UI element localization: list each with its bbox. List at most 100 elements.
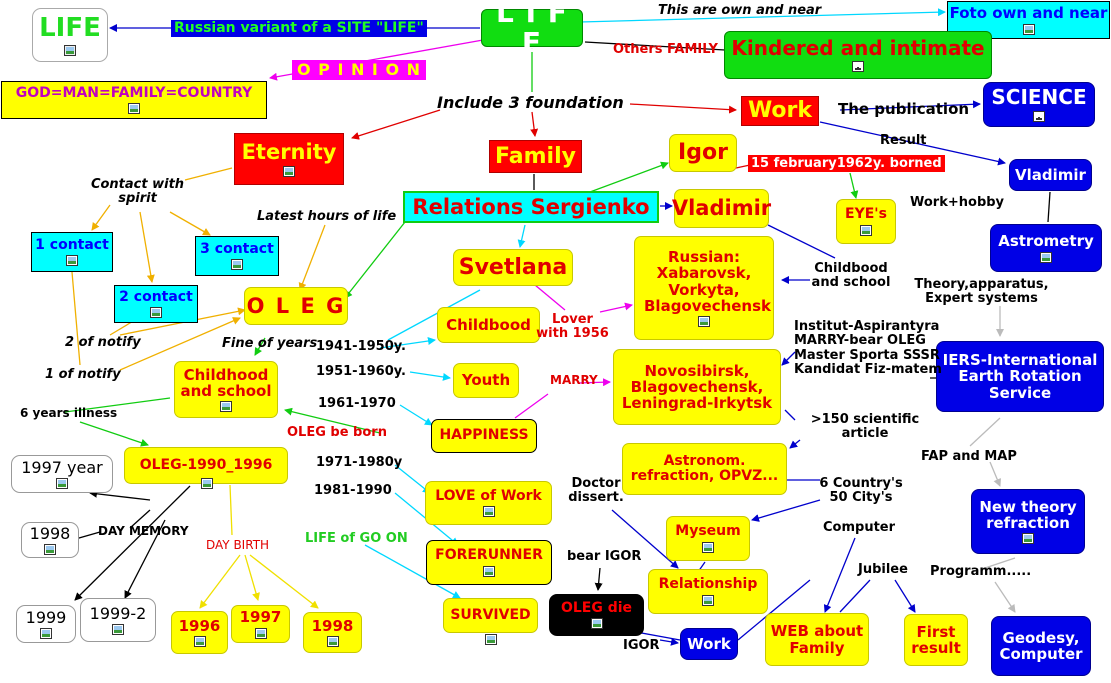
node-god[interactable]: GOD=MAN=FAMILY=COUNTRY: [1, 81, 267, 119]
label-work-hobby: Work+hobby: [910, 195, 1005, 210]
node-label: Igor: [678, 140, 728, 166]
node-label: O P I N I O N: [296, 60, 422, 80]
label-result: Result: [880, 133, 927, 148]
node-label: GOD=MAN=FAMILY=COUNTRY: [15, 84, 253, 101]
image-icon: [128, 103, 140, 115]
image-icon: [702, 541, 714, 553]
node-contact2[interactable]: 2 contact: [114, 285, 198, 323]
node-label: Novosibirsk, Blagovechensk, Leningrad-Ir…: [621, 361, 773, 413]
label-own-near: This are own and near: [658, 3, 822, 18]
node-happiness[interactable]: HAPPINESS: [431, 419, 537, 453]
node-astronom[interactable]: Astronom. refraction, OPVZ...: [622, 443, 787, 495]
label-y1971: 1971-1980y: [316, 455, 403, 470]
image-icon: [484, 634, 497, 645]
node-geodesy[interactable]: Geodesy, Computer: [991, 616, 1091, 676]
image-icon: [193, 636, 206, 648]
node-label: Relationship: [658, 576, 758, 593]
image-icon: [40, 628, 52, 640]
node-1996[interactable]: 1996: [171, 611, 228, 654]
node-label: Vladimir: [671, 196, 772, 221]
node-life-main[interactable]: L I F E: [481, 0, 583, 58]
image-icon: [860, 224, 872, 236]
node-label: Childhood and school: [180, 365, 272, 400]
node-label: OLEG-1990_1996: [139, 456, 273, 473]
node-label: IERS-International Earth Rotation Servic…: [942, 351, 1098, 402]
node-contact1[interactable]: 1 contact: [31, 232, 113, 272]
document-icon: [64, 44, 76, 56]
node-russian[interactable]: Russian: Xabarovsk, Vorkyta, Blagovechen…: [634, 236, 774, 340]
node-kindered[interactable]: Kindered and intimate: [724, 31, 992, 79]
node-astrometry[interactable]: Astrometry: [990, 224, 1102, 272]
label-latest-hours: Latest hours of life: [257, 209, 397, 224]
node-childbood[interactable]: Childbood: [437, 307, 540, 343]
node-science[interactable]: SCIENCE: [983, 82, 1095, 127]
node-label: 1999: [25, 607, 67, 627]
node-1997-year[interactable]: 1997 year: [11, 455, 113, 493]
node-work-main[interactable]: Work: [741, 96, 819, 126]
node-label: Family: [495, 143, 576, 169]
node-novosibirsk[interactable]: Novosibirsk, Blagovechensk, Leningrad-Ir…: [613, 349, 781, 425]
node-youth[interactable]: Youth: [453, 363, 519, 398]
label-day-birth: DAY BIRTH: [206, 538, 270, 552]
label-institut: Institut-Aspirantyra MARRY-bear OLEG Mas…: [794, 319, 942, 377]
node-foto[interactable]: Foto own and near: [947, 1, 1110, 39]
node-vladimir-blue[interactable]: Vladimir: [1009, 159, 1092, 191]
node-label: LIFE: [39, 13, 101, 44]
node-web[interactable]: WEB about Family: [765, 613, 869, 666]
node-work-small[interactable]: Work: [680, 628, 738, 660]
node-igor[interactable]: Igor: [669, 134, 737, 172]
image-icon: [482, 506, 495, 518]
node-oleg-die[interactable]: OLEG die: [549, 594, 644, 636]
node-svetlana[interactable]: Svetlana: [453, 249, 573, 286]
node-oleg[interactable]: O L E G: [244, 287, 348, 325]
node-1997-yellow[interactable]: 1997: [231, 605, 290, 643]
node-label: 1997: [239, 608, 282, 627]
node-life-small[interactable]: LIFE: [32, 8, 108, 62]
node-vladimir-red[interactable]: Vladimir: [671, 189, 772, 228]
hierarchy-icon: [852, 61, 864, 73]
node-label: O L E G: [246, 293, 346, 318]
node-new-theory[interactable]: New theory refraction: [971, 489, 1085, 554]
node-label: EYE's: [845, 206, 887, 223]
label-scientific: >150 scientific article: [810, 412, 920, 442]
node-forerunner[interactable]: FORERUNNER: [426, 540, 552, 585]
hierarchy-icon: [1033, 110, 1045, 122]
node-relationship[interactable]: Relationship: [648, 569, 768, 614]
node-1998-white[interactable]: 1998: [21, 522, 79, 558]
image-icon: [702, 594, 714, 606]
node-label: Vladimir: [1015, 165, 1086, 184]
image-icon: [112, 624, 124, 636]
node-1999-2[interactable]: 1999-2: [80, 598, 156, 642]
node-iers[interactable]: IERS-International Earth Rotation Servic…: [936, 341, 1104, 412]
image-icon: [231, 259, 243, 271]
image-icon: [483, 565, 495, 577]
node-relations[interactable]: Relations Sergienko: [403, 191, 659, 223]
node-label: 1996: [178, 616, 221, 635]
image-icon: [698, 315, 710, 327]
label-y1961: 1961-1970: [318, 396, 396, 411]
node-family[interactable]: Family: [489, 140, 582, 173]
node-1998-yellow[interactable]: 1998: [303, 612, 362, 653]
node-myseum[interactable]: Myseum: [666, 516, 750, 561]
node-survived[interactable]: SURVIVED: [443, 598, 538, 645]
node-label: 1 contact: [35, 236, 109, 253]
node-1999[interactable]: 1999: [16, 605, 76, 643]
node-love-work[interactable]: LOVE of Work: [425, 481, 552, 525]
node-label: OLEG die: [560, 599, 633, 616]
node-oleg-1990[interactable]: OLEG-1990_1996: [124, 447, 288, 489]
node-label: Youth: [461, 371, 511, 390]
image-icon: [254, 627, 267, 639]
node-childhood-school[interactable]: Childhood and school: [174, 361, 278, 418]
label-y1941: 1941-1950y.: [316, 339, 406, 354]
image-icon: [1022, 23, 1035, 35]
node-eyes[interactable]: EYE's: [836, 199, 896, 244]
node-opinion[interactable]: O P I N I O N: [292, 60, 426, 80]
node-label: First result: [911, 622, 961, 657]
label-theory: Theory,apparatus, Expert systems: [914, 277, 1049, 307]
node-first[interactable]: First result: [904, 614, 968, 666]
image-icon: [1022, 533, 1034, 545]
node-eternity[interactable]: Eternity: [234, 133, 344, 185]
node-label: Foto own and near: [949, 4, 1108, 23]
node-contact3[interactable]: 3 contact: [195, 236, 279, 276]
label-bear-igor: bear IGOR: [567, 549, 642, 564]
